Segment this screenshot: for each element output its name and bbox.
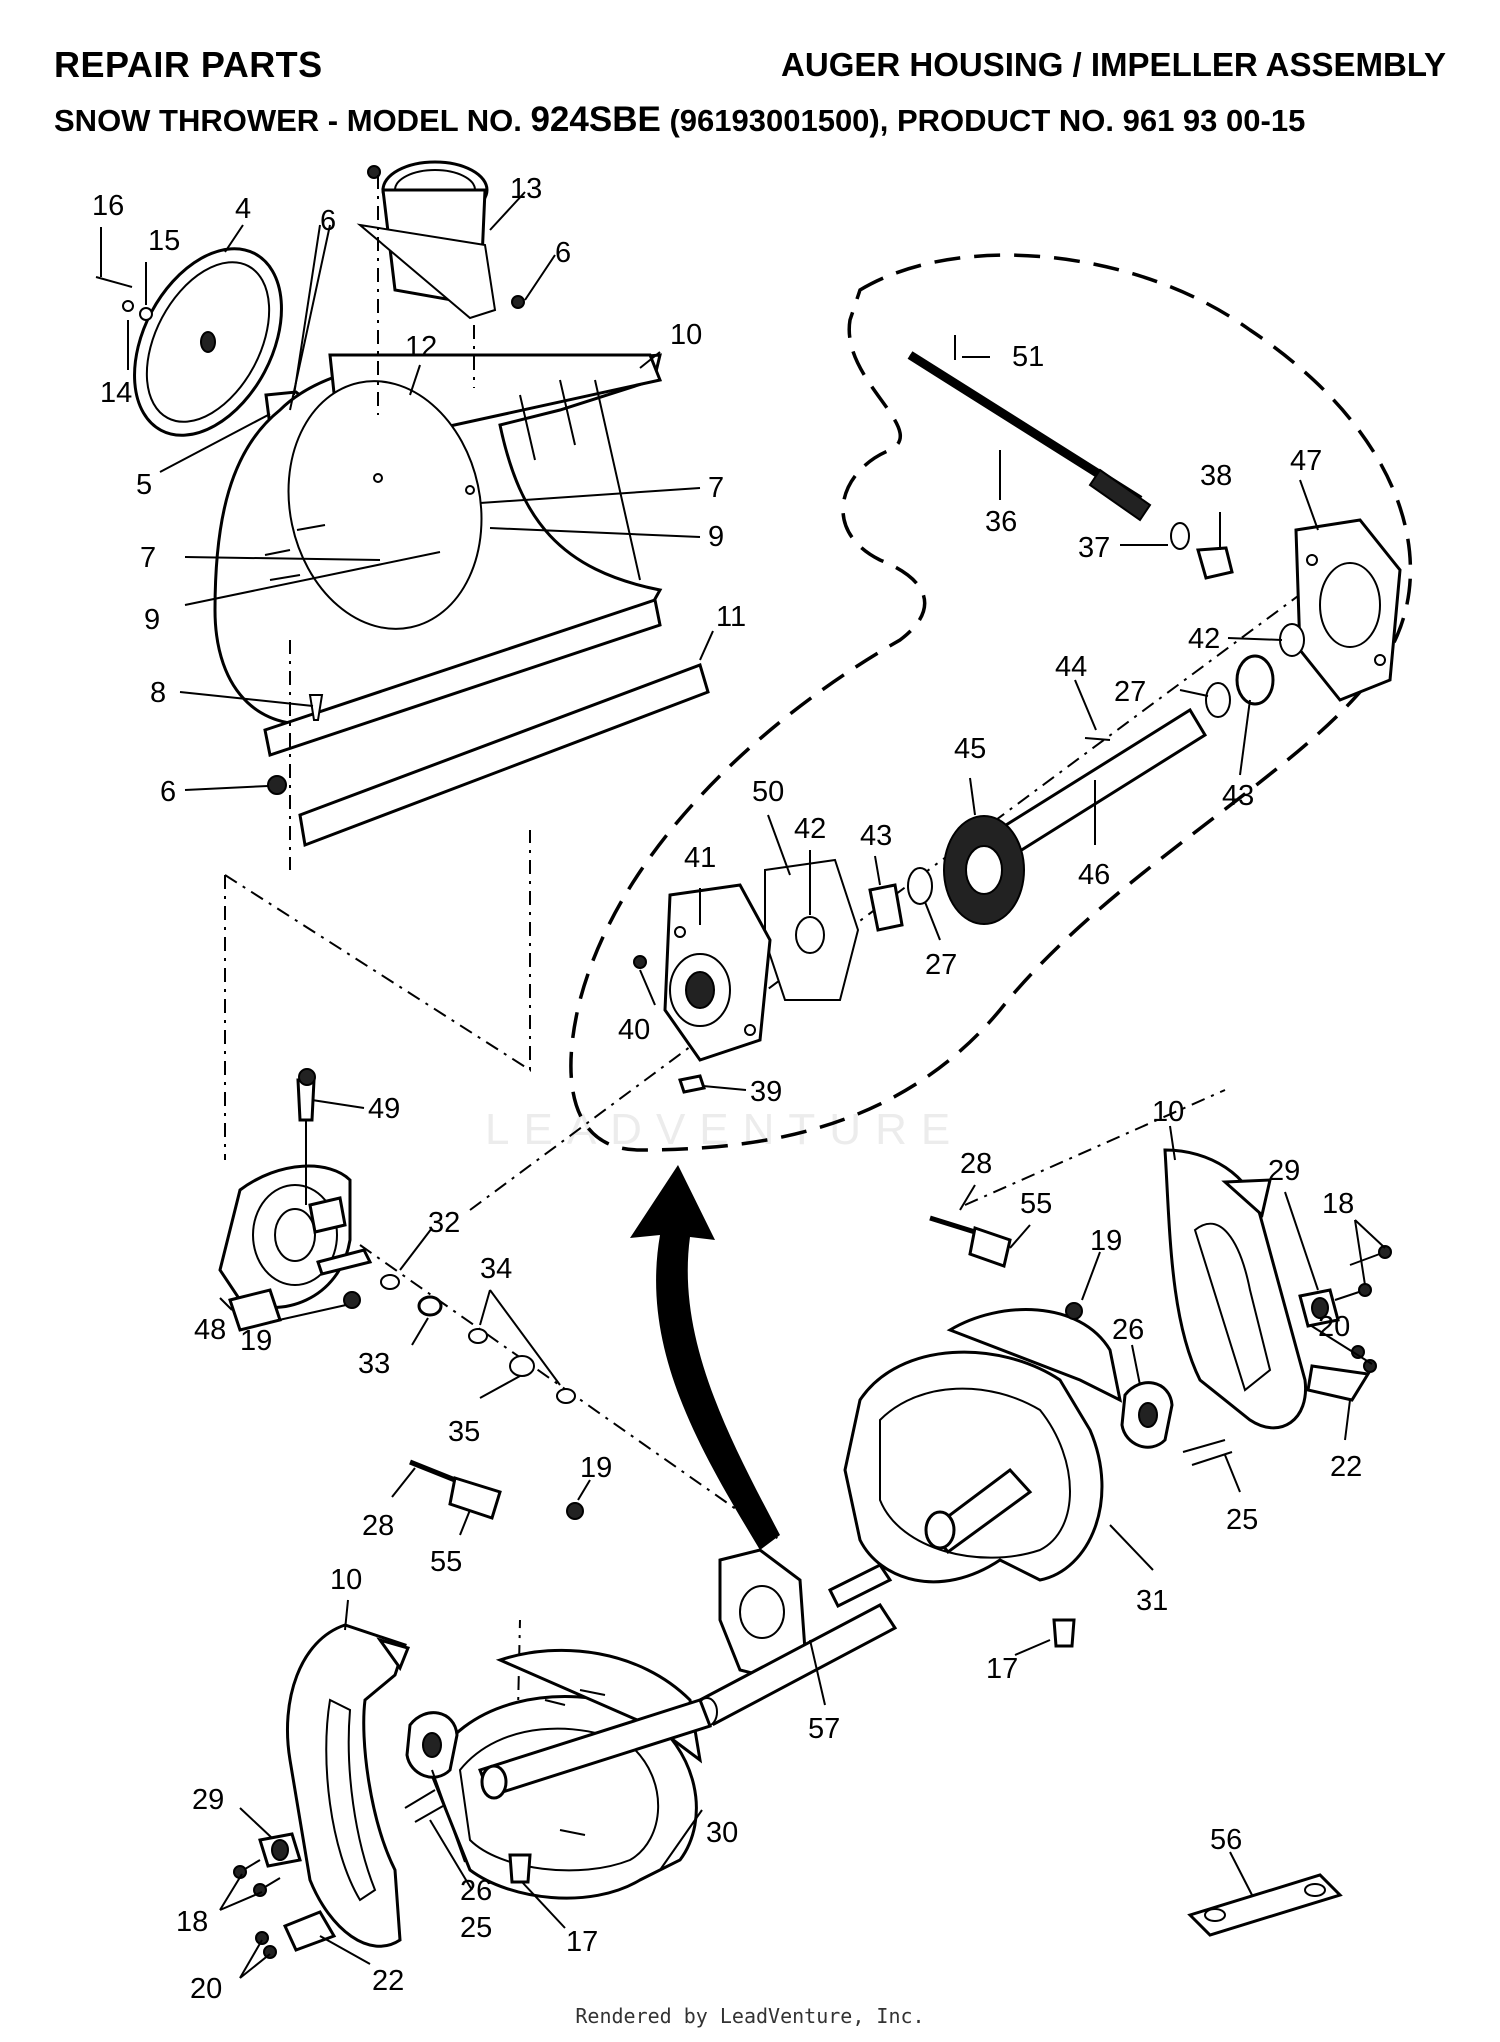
callout-19: 19: [240, 1325, 272, 1357]
callout-20: 20: [1318, 1311, 1350, 1343]
bracket-56: [1187, 1873, 1343, 1937]
callout-labels: 16 15 4 6 13 6 12 10 14 5 7 9 7 9 11 8 6…: [92, 173, 1362, 2005]
model-subtitle: SNOW THROWER - MODEL NO. 924SBE (9619300…: [54, 100, 1446, 140]
callout-8: 8: [150, 677, 166, 709]
callout-19: 19: [1090, 1225, 1122, 1257]
footer-credit: Rendered by LeadVenture, Inc.: [575, 2004, 925, 2028]
callout-33: 33: [358, 1348, 390, 1380]
callout-29: 29: [1268, 1155, 1300, 1187]
auger-left-30: [428, 1648, 712, 1900]
callout-25: 25: [460, 1912, 492, 1944]
gearbox-left-half: [633, 858, 860, 1094]
callout-56: 56: [1210, 1824, 1242, 1856]
callout-5: 5: [136, 469, 152, 501]
callout-13: 13: [510, 173, 542, 205]
worm-shaft: [907, 335, 1234, 580]
callout-20: 20: [190, 1973, 222, 2005]
right-spacers-28-55-19: [929, 1215, 1083, 1648]
callout-15: 15: [148, 225, 180, 257]
auger-right-31: [843, 1308, 1123, 1584]
callout-14: 14: [100, 377, 132, 409]
callout-43: 43: [860, 820, 892, 852]
callout-6: 6: [555, 237, 571, 269]
callout-4: 4: [235, 193, 251, 225]
callout-19: 19: [580, 1452, 612, 1484]
callout-16: 16: [92, 190, 124, 222]
auger-housing-end-right-10: [1163, 1148, 1308, 1430]
callout-50: 50: [752, 776, 784, 808]
callout-41: 41: [684, 842, 716, 874]
callout-30: 30: [706, 1817, 738, 1849]
callout-43: 43: [1222, 780, 1254, 812]
callout-28: 28: [960, 1148, 992, 1180]
gearbox-57: [696, 1548, 898, 1727]
callout-28: 28: [362, 1510, 394, 1542]
header-row-1: REPAIR PARTS AUGER HOUSING / IMPELLER AS…: [54, 44, 1446, 85]
callout-42: 42: [1188, 623, 1220, 655]
leader-lines: [100, 191, 1386, 1979]
callout-51: 51: [1012, 341, 1044, 373]
callout-6: 6: [160, 776, 176, 808]
callout-42: 42: [794, 813, 826, 845]
subtitle-suffix: (96193001500), PRODUCT NO. 961 93 00-15: [660, 103, 1306, 138]
callout-39: 39: [750, 1076, 782, 1108]
callout-45: 45: [954, 733, 986, 765]
callout-11: 11: [716, 601, 746, 633]
bearing-housing-48: [218, 1068, 373, 1332]
callout-26: 26: [1112, 1314, 1144, 1346]
callout-40: 40: [618, 1014, 650, 1046]
callout-18: 18: [176, 1906, 208, 1938]
discharge-chute: [356, 160, 525, 320]
bearing-flanges-left: [233, 1711, 532, 1959]
callout-10: 10: [1152, 1096, 1184, 1128]
callout-22: 22: [1330, 1451, 1362, 1483]
callout-7: 7: [708, 472, 724, 504]
callout-26: 26: [460, 1875, 492, 1907]
subtitle-prefix: SNOW THROWER - MODEL NO.: [54, 103, 531, 138]
callout-55: 55: [1020, 1188, 1052, 1220]
callout-9: 9: [708, 521, 724, 553]
callout-36: 36: [985, 506, 1017, 538]
callout-44: 44: [1055, 651, 1087, 683]
callout-47: 47: [1290, 445, 1322, 477]
callout-55: 55: [430, 1546, 462, 1578]
gear-shaft-parts: [868, 623, 1305, 932]
callout-38: 38: [1200, 460, 1232, 492]
callout-31: 31: [1136, 1585, 1168, 1617]
callout-57: 57: [808, 1713, 840, 1745]
callout-49: 49: [368, 1093, 400, 1125]
callout-10: 10: [670, 319, 702, 351]
gearbox-right-half: [1294, 518, 1402, 702]
callout-22: 22: [372, 1965, 404, 1997]
left-spacers-28-55-19: [409, 1459, 584, 1520]
auger-housing: [213, 353, 710, 848]
callout-17: 17: [986, 1653, 1018, 1685]
model-number: 924SBE: [530, 100, 661, 139]
auger-housing-end-left-10: [286, 1623, 411, 1948]
assembly-arrow: [630, 1165, 780, 1550]
assembly-title: AUGER HOUSING / IMPELLER ASSEMBLY: [781, 46, 1446, 83]
callout-9: 9: [144, 604, 160, 636]
callout-12: 12: [405, 331, 437, 363]
callout-34: 34: [480, 1253, 512, 1285]
callout-46: 46: [1078, 859, 1110, 891]
callout-6: 6: [320, 205, 336, 237]
callout-35: 35: [448, 1416, 480, 1448]
gearbox-detail-loop: [569, 253, 1413, 1152]
callout-25: 25: [1226, 1504, 1258, 1536]
callout-27: 27: [1114, 676, 1146, 708]
repair-parts-title: REPAIR PARTS: [54, 44, 323, 85]
callout-18: 18: [1322, 1188, 1354, 1220]
callout-32: 32: [428, 1207, 460, 1239]
callout-7: 7: [140, 542, 156, 574]
callout-48: 48: [194, 1314, 226, 1346]
bearing-flanges-right: [1120, 1245, 1392, 1466]
callout-27: 27: [925, 949, 957, 981]
washers-32-35: [380, 1274, 576, 1404]
callout-37: 37: [1078, 532, 1110, 564]
callout-17: 17: [566, 1926, 598, 1958]
callout-10: 10: [330, 1564, 362, 1596]
callout-29: 29: [192, 1784, 224, 1816]
